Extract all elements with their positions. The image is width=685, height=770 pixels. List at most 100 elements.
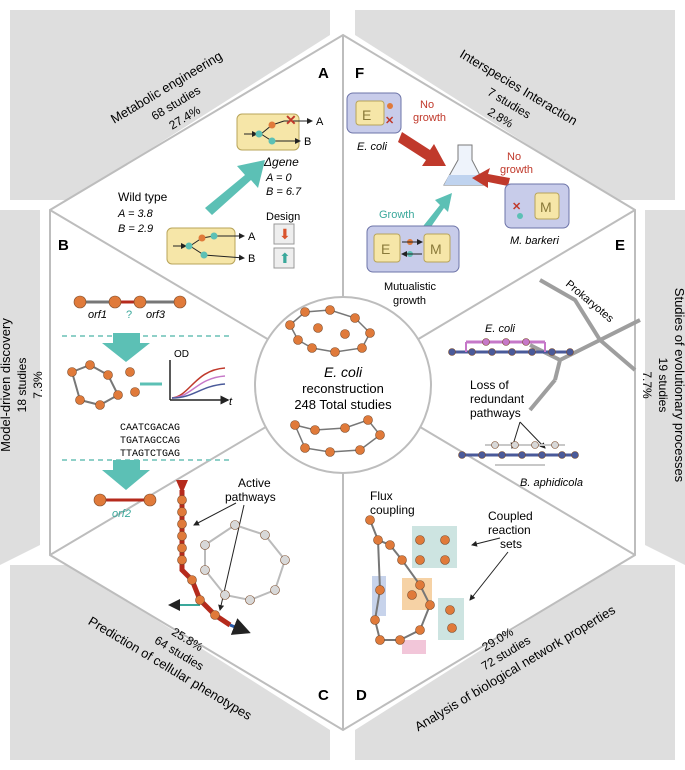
delta-gene: Δgene bbox=[263, 155, 299, 169]
pathway-node bbox=[468, 348, 476, 356]
mbarkeri-x-icon: ✕ bbox=[512, 201, 521, 213]
center-title: E. coli bbox=[324, 364, 363, 380]
growth-label: Growth bbox=[379, 209, 414, 221]
pathway-node bbox=[498, 451, 506, 459]
mutualistic-growth: growth bbox=[393, 295, 426, 307]
metabolite-node bbox=[415, 535, 425, 545]
banner-e-title: Studies of evolutionary processes bbox=[672, 288, 685, 483]
metabolite-node bbox=[313, 323, 323, 333]
active-2: pathways bbox=[225, 490, 276, 504]
banner-b-studies: 18 studies bbox=[15, 358, 29, 413]
out-b-ko: B bbox=[304, 136, 311, 148]
pathway-node bbox=[528, 348, 536, 356]
design-down-box bbox=[273, 223, 295, 245]
metabolite-node bbox=[290, 420, 300, 430]
outer-banners bbox=[0, 10, 685, 760]
red-arrow-right bbox=[472, 168, 510, 188]
metabolite-node bbox=[445, 605, 455, 615]
metabolite-node bbox=[300, 307, 310, 317]
loss-3: pathways bbox=[470, 406, 521, 420]
letter-f: F bbox=[355, 65, 364, 82]
pathway-node bbox=[187, 575, 197, 585]
metabolite-node bbox=[330, 347, 340, 357]
flux-2: coupling bbox=[370, 503, 415, 517]
metabolite-node bbox=[325, 305, 335, 315]
metabolite-node bbox=[375, 635, 385, 645]
metabolite-node bbox=[365, 328, 375, 338]
metabolite-node bbox=[355, 445, 365, 455]
panel-a: ✕ A B Δgene A = 0 B = 6.7 Wild type A = … bbox=[117, 112, 324, 269]
center-line2: reconstruction bbox=[302, 381, 384, 396]
metabolite-node bbox=[67, 367, 77, 377]
out-b-wt: B bbox=[248, 253, 255, 265]
growth-curve bbox=[171, 383, 226, 399]
design-label: Design bbox=[266, 211, 300, 223]
metabolite-node bbox=[340, 329, 350, 339]
red-arrow-left bbox=[398, 132, 446, 166]
panel-f: E ✕ E. coli No growth No growth M ✕ M. b… bbox=[346, 92, 570, 307]
no-growth-2b: growth bbox=[500, 164, 533, 176]
loss-2: redundant bbox=[470, 392, 525, 406]
metabolite-node bbox=[307, 343, 317, 353]
pathway-node bbox=[177, 531, 187, 541]
metabolite-node bbox=[293, 335, 303, 345]
metabolite-node bbox=[340, 423, 350, 433]
pathway-node bbox=[195, 595, 205, 605]
metabolite-node bbox=[440, 535, 450, 545]
mutual-e-label: E bbox=[381, 241, 390, 257]
pathway-node bbox=[502, 338, 510, 346]
metabolite-node bbox=[357, 343, 367, 353]
metabolite-node bbox=[310, 425, 320, 435]
lost-node bbox=[551, 441, 559, 449]
metabolite-node bbox=[373, 535, 383, 545]
metabolite-node bbox=[198, 234, 206, 242]
mutualistic-label: Mutualistic bbox=[384, 281, 436, 293]
inactive-node bbox=[245, 595, 255, 605]
t-label: t bbox=[229, 396, 233, 408]
ecoli-x-icon: ✕ bbox=[385, 115, 394, 127]
knockout-x-icon: ✕ bbox=[285, 112, 297, 128]
down-arrow-icon: ⬇ bbox=[279, 226, 291, 242]
metabolite-node bbox=[300, 443, 310, 453]
center-circle: E. coli reconstruction 248 Total studies bbox=[254, 296, 432, 474]
metabolite-node bbox=[85, 360, 95, 370]
b-six: B = 6.7 bbox=[266, 186, 302, 198]
metabolite-node bbox=[415, 625, 425, 635]
inactive-node bbox=[220, 590, 230, 600]
gene-node bbox=[73, 295, 87, 309]
metabolite-node bbox=[415, 580, 425, 590]
lost-node bbox=[511, 441, 519, 449]
metabolite-node bbox=[397, 555, 407, 565]
inactive-node bbox=[230, 520, 240, 530]
metabolite-node bbox=[440, 555, 450, 565]
metabolite-node bbox=[395, 635, 405, 645]
metabolite-node bbox=[285, 320, 295, 330]
orf1-label: orf1 bbox=[88, 309, 107, 321]
pathway-node bbox=[177, 495, 187, 505]
metabolite-node bbox=[407, 590, 417, 600]
a-zero: A = 0 bbox=[265, 172, 292, 184]
pathway-node bbox=[177, 507, 187, 517]
metabolite-node bbox=[130, 387, 140, 397]
metabolite-node bbox=[447, 623, 457, 633]
coupled-2: reaction bbox=[488, 523, 531, 537]
center-line3: 248 Total studies bbox=[294, 397, 392, 412]
wt-a: A = 3.8 bbox=[117, 208, 154, 220]
center-network-top bbox=[289, 309, 371, 353]
flux-1: Flux bbox=[370, 489, 393, 503]
q-label: ? bbox=[126, 309, 132, 321]
inactive-node bbox=[200, 540, 210, 550]
metabolite-node bbox=[255, 130, 263, 138]
pathway-node bbox=[522, 338, 530, 346]
pathway-node bbox=[548, 348, 556, 356]
design-up-box bbox=[273, 247, 295, 269]
metabolite-node bbox=[350, 313, 360, 323]
letter-e: E bbox=[615, 237, 625, 254]
orf2-label: orf2 bbox=[112, 508, 131, 520]
metabolite-node bbox=[268, 137, 276, 145]
metabolite-node bbox=[113, 390, 123, 400]
pathway-node bbox=[538, 451, 546, 459]
loss-1: Loss of bbox=[470, 378, 509, 392]
coupled-set bbox=[402, 640, 426, 654]
